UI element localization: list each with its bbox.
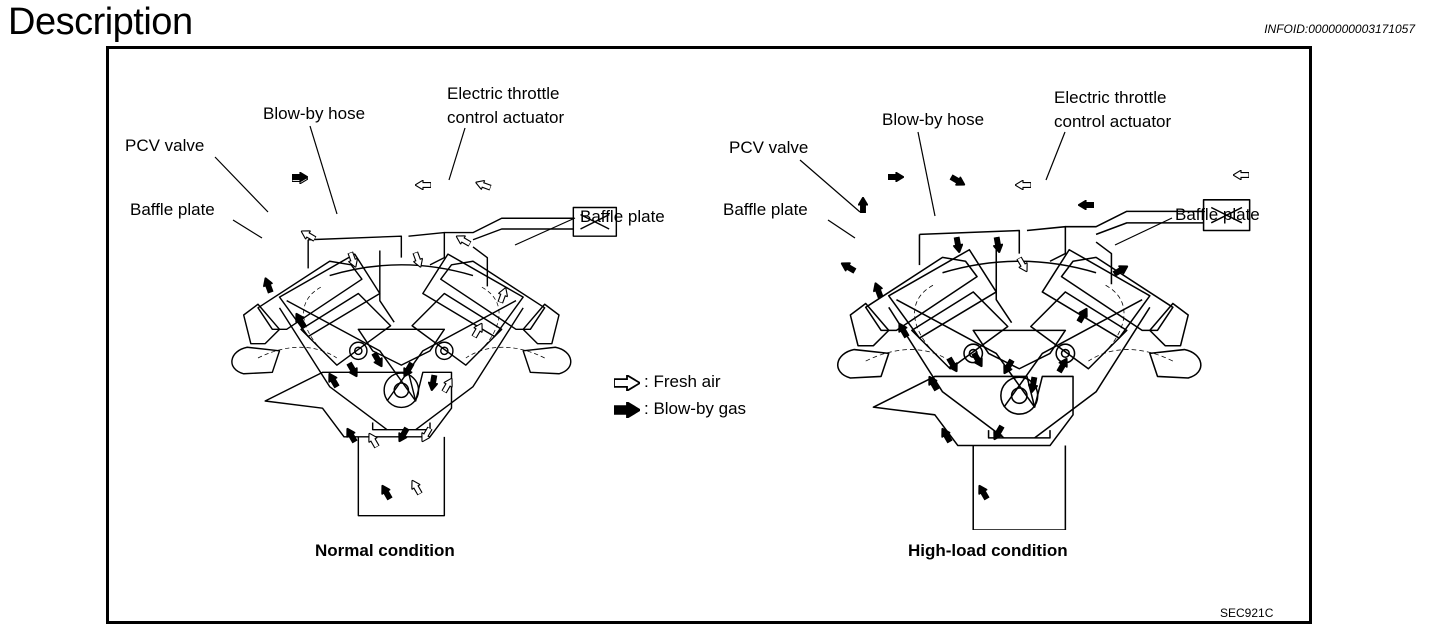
fresh-air-arrow	[1015, 180, 1031, 190]
blowby-arrow	[870, 280, 886, 300]
blowby-arrow	[377, 482, 395, 502]
blowby-arrow	[858, 197, 868, 213]
baffle-plate-label-left: Baffle plate	[130, 200, 215, 219]
pcv-valve-label: PCV valve	[125, 136, 204, 155]
pcv-valve-leader	[799, 159, 861, 213]
blowby-arrow	[260, 275, 276, 295]
right-labels: PCV valve Blow-by hose Electric throttle…	[723, 88, 1260, 560]
normal-condition-caption: Normal condition	[315, 541, 455, 560]
blowby-gas-legend-icon	[614, 402, 640, 418]
fresh-air-arrow	[1233, 170, 1249, 180]
blowby-arrow	[838, 258, 858, 276]
throttle-actuator-leader	[1045, 131, 1066, 181]
throttle-actuator-label-line2: control actuator	[447, 108, 565, 127]
throttle-actuator-leader	[448, 127, 466, 181]
throttle-actuator-label-line1: Electric throttle	[1054, 88, 1166, 107]
left-labels: PCV valve Blow-by hose Electric throttle…	[125, 84, 665, 560]
blowby-hose-leader	[917, 131, 936, 217]
blowby-arrow	[344, 360, 362, 380]
figure-code: SEC921C	[1220, 606, 1274, 620]
high-load-condition-caption: High-load condition	[908, 541, 1068, 560]
fresh-air-arrow	[415, 180, 431, 190]
info-id: INFOID:0000000003171057	[1264, 22, 1415, 36]
blowby-hose-leader	[309, 125, 338, 215]
fresh-air-arrow	[473, 177, 493, 193]
diagram-frame	[106, 46, 1312, 624]
blowby-arrow	[991, 236, 1005, 254]
page-title: Description	[8, 1, 193, 43]
throttle-actuator-label-line2: control actuator	[1054, 112, 1172, 131]
blowby-arrow	[324, 370, 342, 390]
fresh-air-arrow	[364, 430, 382, 450]
fresh-air-arrow	[407, 477, 425, 497]
fresh-air-arrow	[453, 231, 473, 249]
baffle-plate-leader-right	[514, 217, 576, 246]
blowby-hose-label: Blow-by hose	[882, 110, 984, 129]
fresh-air-legend-label: : Fresh air	[644, 372, 721, 391]
baffle-plate-label-right: Baffle plate	[1175, 205, 1260, 224]
legend: : Fresh air : Blow-by gas	[614, 372, 746, 418]
fresh-air-arrow	[439, 375, 457, 395]
blowby-arrow	[342, 425, 360, 445]
left-engine-diagram	[231, 206, 618, 517]
blowby-arrow	[951, 236, 965, 254]
fresh-air-legend-icon	[614, 375, 640, 391]
blowby-arrow	[1078, 200, 1094, 210]
blowby-arrow	[948, 172, 968, 190]
baffle-plate-leader-left	[232, 219, 263, 239]
right-engine-diagram	[836, 199, 1251, 530]
blowby-hose-label: Blow-by hose	[263, 104, 365, 123]
baffle-plate-leader-right	[1114, 217, 1173, 246]
pcv-valve-leader	[214, 156, 269, 213]
blowby-arrow	[974, 482, 992, 502]
baffle-plate-leader-left	[827, 219, 856, 239]
throttle-actuator-label-line1: Electric throttle	[447, 84, 559, 103]
blowby-arrow	[426, 374, 440, 392]
blowby-arrow	[888, 172, 904, 182]
blowby-arrow	[394, 425, 412, 445]
fresh-air-arrow	[1014, 255, 1032, 275]
blowby-gas-legend-label: : Blow-by gas	[644, 399, 746, 418]
baffle-plate-label-right: Baffle plate	[580, 207, 665, 226]
pcv-valve-label: PCV valve	[729, 138, 808, 157]
blowby-arrow	[1074, 305, 1092, 325]
baffle-plate-label-left: Baffle plate	[723, 200, 808, 219]
blowby-arrow	[989, 423, 1007, 443]
